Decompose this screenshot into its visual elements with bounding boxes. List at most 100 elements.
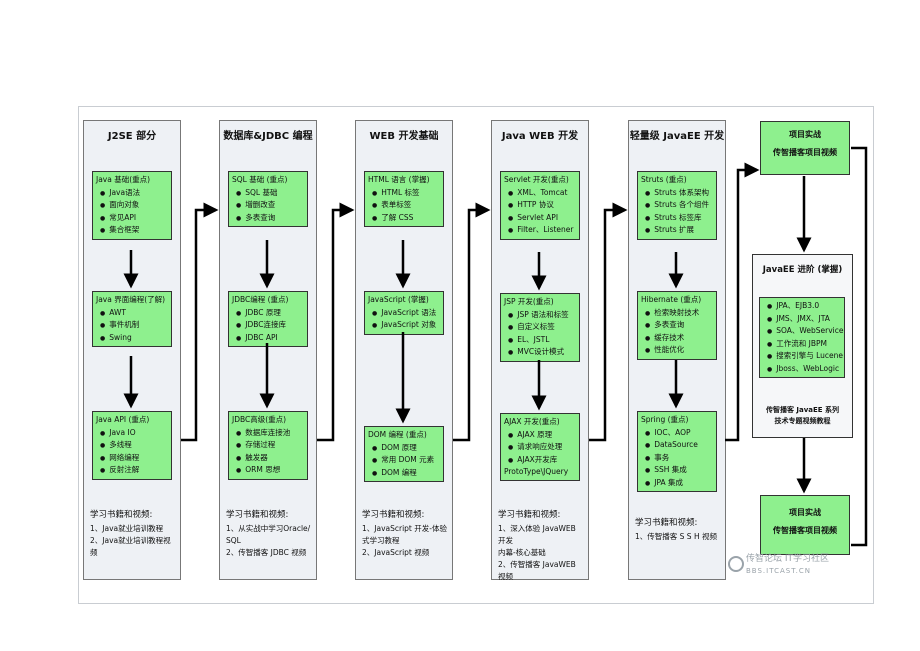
- list-item: 面向对象: [100, 199, 168, 212]
- list-item: 工作流和 JBPM: [767, 338, 841, 351]
- list-item: 常用 DOM 元素: [372, 454, 440, 467]
- list-item: JMS、JMX、JTA: [767, 313, 841, 326]
- list-item: JSP 语法和标签: [508, 309, 576, 322]
- footer-line: SQL: [226, 536, 241, 545]
- footer-heading: 学习书籍和视频:: [362, 510, 425, 520]
- box-dom: DOM 编程 (重点) DOM 原理 常用 DOM 元素 DOM 编程: [364, 426, 444, 482]
- logo-icon: [728, 556, 744, 572]
- footer-line: 2、传智播客 JDBC 视频: [226, 548, 307, 557]
- list-item: JavaScript 语法: [372, 307, 440, 320]
- column-title: 数据库&JDBC 编程: [223, 131, 313, 142]
- watermark: 传智论坛 IT学习社区 BBS.ITCAST.CN: [746, 553, 829, 577]
- footer-heading: 学习书籍和视频:: [90, 510, 153, 520]
- list-item: Struts 扩展: [645, 224, 713, 237]
- list-item: 事务: [645, 452, 713, 465]
- project-practice-bottom: 项目实战 传智播客项目视频: [760, 495, 850, 555]
- watermark-title: 传智论坛 IT学习社区: [746, 554, 830, 564]
- box-extra-line: ProtoType\JQuery: [504, 467, 569, 476]
- list-item: 搜索引擎与 Lucene: [767, 350, 843, 363]
- box-sql-basics: SQL 基础 (重点) SQL 基础 増删改查 多表查询: [228, 171, 308, 227]
- list-item: 网络编程: [100, 452, 168, 465]
- footer-line: 1、Java就业培训教程: [90, 524, 164, 533]
- box-heading: HTML 语言 (掌握): [368, 175, 430, 184]
- box-heading: Java 界面编程(了解): [96, 295, 166, 304]
- column-title: J2SE 部分: [107, 131, 157, 142]
- list-item: 増删改查: [236, 199, 304, 212]
- list-item: 了解 CSS: [372, 212, 440, 225]
- box-ajax: AJAX 开发(重点) AJAX 原理 请求响应处理 AJAX开发库 Proto…: [500, 413, 580, 481]
- project-title: 项目实战: [789, 130, 821, 139]
- box-jdbc-advanced: JDBC高级(重点) 数据库连接池 存储过程 触发器 ORM 思想: [228, 411, 308, 480]
- list-item: Filter、Listener: [508, 224, 576, 237]
- list-item: DataSource: [645, 439, 713, 452]
- footer-line: 2、Java就业培训教程视频: [90, 536, 171, 557]
- list-item: 集合框架: [100, 224, 168, 237]
- project-subtitle: 传智播客项目视频: [773, 526, 837, 535]
- list-item: JavaScript 对象: [372, 319, 440, 332]
- list-item: DOM 编程: [372, 467, 440, 480]
- box-spring: Spring (重点) IOC、AOP DataSource 事务 SSH 集成…: [637, 411, 717, 492]
- list-item: SOA、WebService: [767, 325, 843, 338]
- arrow-connector: [725, 162, 760, 442]
- box-heading: AJAX 开发(重点): [504, 417, 560, 426]
- list-item: DOM 原理: [372, 442, 440, 455]
- column-footer: 学习书籍和视频: 1、传智播客 S S H 视频: [635, 517, 721, 543]
- list-item: SSH 集成: [645, 464, 713, 477]
- list-item: SQL 基础: [236, 187, 304, 200]
- footer-line: 1、传智播客 S S H 视频: [635, 532, 717, 541]
- footer-heading: 学习书籍和视频:: [498, 510, 561, 520]
- box-heading: JavaScript (掌握): [368, 295, 429, 304]
- list-item: MVC设计模式: [508, 346, 576, 359]
- list-item: HTTP 协议: [508, 199, 576, 212]
- list-item: XML、Tomcat: [508, 187, 576, 200]
- box-jsp: JSP 开发(重点) JSP 语法和标签 自定义标签 EL、JSTL MVC设计…: [500, 293, 580, 362]
- list-item: Struts 标签库: [645, 212, 713, 225]
- project-subtitle: 传智播客项目视频: [773, 148, 837, 157]
- footer-line: 2、JavaScript 视频: [362, 548, 430, 557]
- list-item: 请求响应处理: [508, 441, 576, 454]
- box-heading: DOM 编程 (重点): [368, 430, 427, 439]
- box-java-basics: Java 基础(重点) Java语法 面向对象 常见API 集合框架: [92, 171, 172, 240]
- arrow-connector: [589, 202, 628, 442]
- list-item: Jboss、WebLogic: [767, 363, 841, 376]
- box-servlet: Servlet 开发(重点) XML、Tomcat HTTP 协议 Servle…: [500, 171, 580, 240]
- list-item: AWT: [100, 307, 168, 320]
- column-footer: 学习书籍和视频: 1、Java就业培训教程 2、Java就业培训教程视频: [90, 509, 176, 559]
- footer-heading: 学习书籍和视频:: [226, 510, 289, 520]
- list-item: JPA、EJB3.0: [767, 300, 841, 313]
- box-heading: SQL 基础 (重点): [232, 175, 288, 184]
- box-hibernate: Hibernate (重点) 检索映射技术 多表查询 缓存技术 性能优化: [637, 291, 717, 360]
- list-item: 反射注解: [100, 464, 168, 477]
- list-item: 事件机制: [100, 319, 168, 332]
- box-javaee-advanced: JPA、EJB3.0 JMS、JMX、JTA SOA、WebService 工作…: [759, 297, 845, 378]
- list-item: 多线程: [100, 439, 168, 452]
- column-title: 轻量级 JavaEE 开发: [629, 131, 725, 142]
- footer-line: 1、JavaScript 开发-体验: [362, 524, 447, 533]
- list-item: 检索映射技术: [645, 307, 713, 320]
- box-struts: Struts (重点) Struts 体系架构 Struts 各个组件 Stru…: [637, 171, 717, 240]
- list-item: 多表查询: [236, 212, 304, 225]
- footer-heading: 学习书籍和视频:: [635, 518, 698, 528]
- column-footer: 学习书籍和视频: 1、从实战中学习Oracle/ SQL 2、传智播客 JDBC…: [226, 509, 312, 559]
- list-item: 自定义标签: [508, 321, 576, 334]
- arrow-connector: [453, 202, 491, 442]
- box-javascript: JavaScript (掌握) JavaScript 语法 JavaScript…: [364, 291, 444, 335]
- list-item: HTML 标签: [372, 187, 440, 200]
- panel-caption: 传智播客 JavaEE 系列 技术专题视频教程: [753, 405, 852, 427]
- list-item: JDBC 原理: [236, 307, 304, 320]
- panel-title: JavaEE 进阶 (掌握): [762, 265, 843, 275]
- box-heading: Struts (重点): [641, 175, 687, 184]
- column-java-web: Java WEB 开发 Servlet 开发(重点) XML、Tomcat HT…: [491, 120, 589, 581]
- list-item: 缓存技术: [645, 332, 713, 345]
- column-footer: 学习书籍和视频: 1、JavaScript 开发-体验 式学习教程 2、Java…: [362, 509, 448, 559]
- footer-line: 1、从实战中学习Oracle/: [226, 524, 311, 533]
- list-item: 触发器: [236, 452, 304, 465]
- list-item: Struts 各个组件: [645, 199, 713, 212]
- list-item: Servlet API: [508, 212, 576, 225]
- list-item: Swing: [100, 332, 168, 345]
- footer-line: 式学习教程: [362, 536, 400, 545]
- list-item: AJAX 原理: [508, 429, 576, 442]
- list-item: 性能优化: [645, 344, 713, 357]
- box-heading: JDBC高级(重点): [232, 415, 287, 424]
